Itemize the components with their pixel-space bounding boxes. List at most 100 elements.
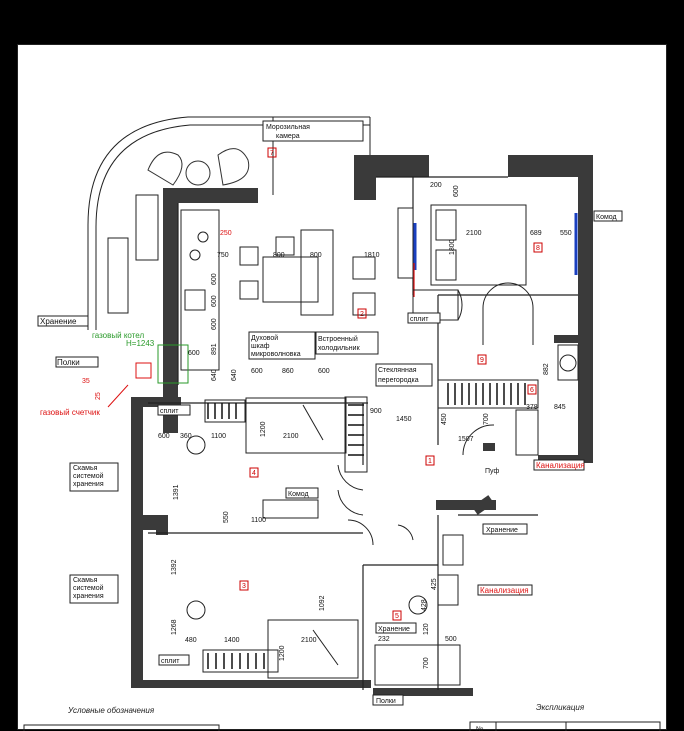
svg-text:600: 600 (158, 433, 170, 440)
svg-text:450: 450 (441, 413, 448, 425)
legend-title: Условные обозначения (67, 706, 155, 715)
svg-text:1200: 1200 (279, 645, 286, 661)
svg-text:1507: 1507 (458, 436, 474, 443)
svg-text:35: 35 (82, 378, 90, 385)
svg-text:1: 1 (428, 458, 432, 465)
explication-title: Экспликация (536, 703, 585, 712)
label-gas-meter: газовый счетчик (40, 408, 100, 417)
label-split-1: сплит (410, 316, 429, 323)
svg-text:9: 9 (480, 357, 484, 364)
svg-text:232: 232 (378, 636, 390, 643)
svg-text:900: 900 (370, 408, 382, 415)
svg-text:700: 700 (423, 657, 430, 669)
label-storage-left: Хранение (40, 317, 77, 326)
svg-text:700: 700 (483, 413, 490, 425)
svg-text:1450: 1450 (396, 416, 412, 423)
label-storage-bath: Хранение (378, 626, 410, 633)
svg-text:1092: 1092 (319, 595, 326, 611)
svg-text:750: 750 (217, 252, 229, 259)
svg-text:1268: 1268 (171, 619, 178, 635)
explication-table-no: № (476, 726, 484, 731)
bedroom-beds (186, 397, 359, 679)
interior-walls (148, 176, 578, 690)
svg-text:600: 600 (318, 368, 330, 375)
label-ottoman: Пуф (485, 468, 499, 475)
svg-text:640: 640 (231, 369, 238, 381)
svg-text:2: 2 (360, 311, 364, 318)
svg-text:860: 860 (282, 368, 294, 375)
door-swings (337, 424, 495, 516)
svg-text:550: 550 (223, 511, 230, 523)
svg-text:1100: 1100 (251, 517, 266, 524)
label-dresser-1: Комод (596, 214, 617, 221)
svg-text:640: 640 (211, 369, 218, 381)
svg-text:1392: 1392 (171, 559, 178, 575)
svg-text:480: 480 (185, 637, 197, 644)
room-numbers: 1 4 3 5 6 7 8 9 2 (239, 147, 543, 621)
svg-text:250: 250 (220, 230, 232, 237)
svg-text:25: 25 (95, 392, 102, 400)
svg-text:378: 378 (526, 404, 538, 411)
svg-text:3: 3 (242, 583, 246, 590)
bathroom (347, 344, 579, 686)
label-boxes (37, 210, 623, 706)
svg-text:600: 600 (251, 368, 263, 375)
svg-text:4: 4 (252, 470, 256, 477)
svg-text:1800: 1800 (449, 239, 456, 255)
label-shelves-left: Полки (57, 358, 80, 367)
svg-text:600: 600 (211, 273, 218, 285)
svg-text:891: 891 (211, 343, 218, 355)
svg-text:425: 425 (431, 578, 438, 590)
kitchen (180, 207, 578, 371)
svg-text:600: 600 (188, 350, 200, 357)
svg-text:600: 600 (211, 295, 218, 307)
svg-text:8: 8 (536, 245, 540, 252)
label-sewer-1: Канализация (536, 461, 585, 470)
svg-text:428: 428 (421, 599, 428, 611)
svg-text:600: 600 (211, 318, 218, 330)
hatching (207, 383, 526, 669)
svg-text:689: 689 (530, 230, 542, 237)
balcony-cabinet (135, 194, 159, 261)
dining-set (239, 229, 376, 316)
label-storage-right: Хранение (486, 527, 518, 534)
svg-text:1100: 1100 (211, 433, 226, 440)
dimension-labels: 200 600 2100 689 550 1800 750 800 800 18… (82, 182, 572, 669)
label-shelves-bottom: Полки (376, 698, 396, 705)
freezer-box (262, 120, 364, 142)
gas-equipment (107, 344, 189, 408)
label-split-2: сплит (160, 408, 179, 415)
svg-text:7: 7 (270, 150, 274, 157)
svg-text:800: 800 (273, 252, 285, 259)
svg-text:1391: 1391 (173, 484, 180, 500)
walls (131, 155, 593, 696)
svg-text:1200: 1200 (260, 421, 267, 437)
closets (202, 282, 539, 673)
svg-text:882: 882 (543, 363, 550, 375)
label-sewer-2: Канализация (480, 586, 529, 595)
svg-text:550: 550 (560, 230, 572, 237)
svg-text:500: 500 (445, 636, 457, 643)
label-split-3: сплит (161, 658, 180, 665)
svg-text:2100: 2100 (283, 433, 299, 440)
svg-text:360: 360 (180, 433, 192, 440)
svg-text:1810: 1810 (364, 252, 380, 259)
svg-text:800: 800 (310, 252, 322, 259)
svg-text:120: 120 (423, 623, 430, 635)
svg-text:5: 5 (395, 613, 399, 620)
balcony-bench (107, 237, 129, 314)
balcony-chairs (147, 148, 250, 186)
master-bed (412, 204, 527, 321)
svg-text:200: 200 (430, 182, 442, 189)
label-dresser-2: Комод (288, 491, 309, 498)
svg-text:1400: 1400 (224, 637, 240, 644)
